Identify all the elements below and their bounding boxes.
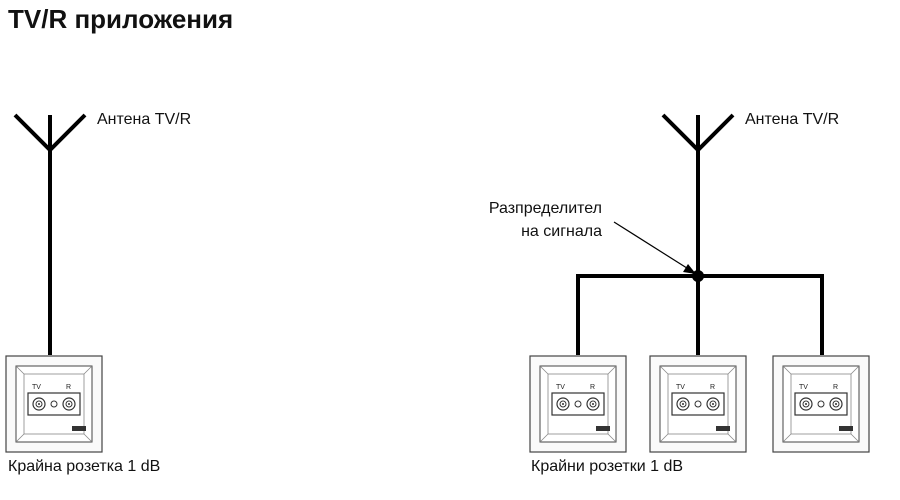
svg-text:TV: TV — [799, 384, 808, 391]
splitter-pointer-arrow — [613, 221, 696, 274]
right-outlet-socket-2-icon: TV R — [649, 355, 747, 453]
right-outlet-socket-3-icon: TV R — [772, 355, 870, 453]
left-antenna-label: Антена TV/R — [97, 111, 192, 128]
svg-text:TV: TV — [556, 384, 565, 391]
right-antenna-label: Антена TV/R — [745, 111, 840, 128]
socket-tv-label: TV — [32, 384, 41, 391]
right-outlets-caption: Крайни розетки 1 dB — [531, 458, 684, 475]
right-outlet-socket-1-icon: TV R — [529, 355, 627, 453]
left-outlet-caption: Крайна розетка 1 dB — [8, 458, 161, 475]
svg-text:R: R — [833, 384, 838, 391]
page-title: TV/R приложения — [8, 4, 234, 34]
splitter-label-line1: Разпределител — [488, 200, 602, 217]
socket-r-label: R — [66, 384, 71, 391]
left-outlet-socket-icon: TV R — [5, 355, 103, 453]
splitter-label-line2: на сигнала — [521, 223, 602, 240]
svg-text:R: R — [710, 384, 715, 391]
svg-text:TV: TV — [676, 384, 685, 391]
left-antenna-icon — [13, 113, 87, 153]
right-antenna-icon — [661, 113, 735, 153]
svg-text:R: R — [590, 384, 595, 391]
